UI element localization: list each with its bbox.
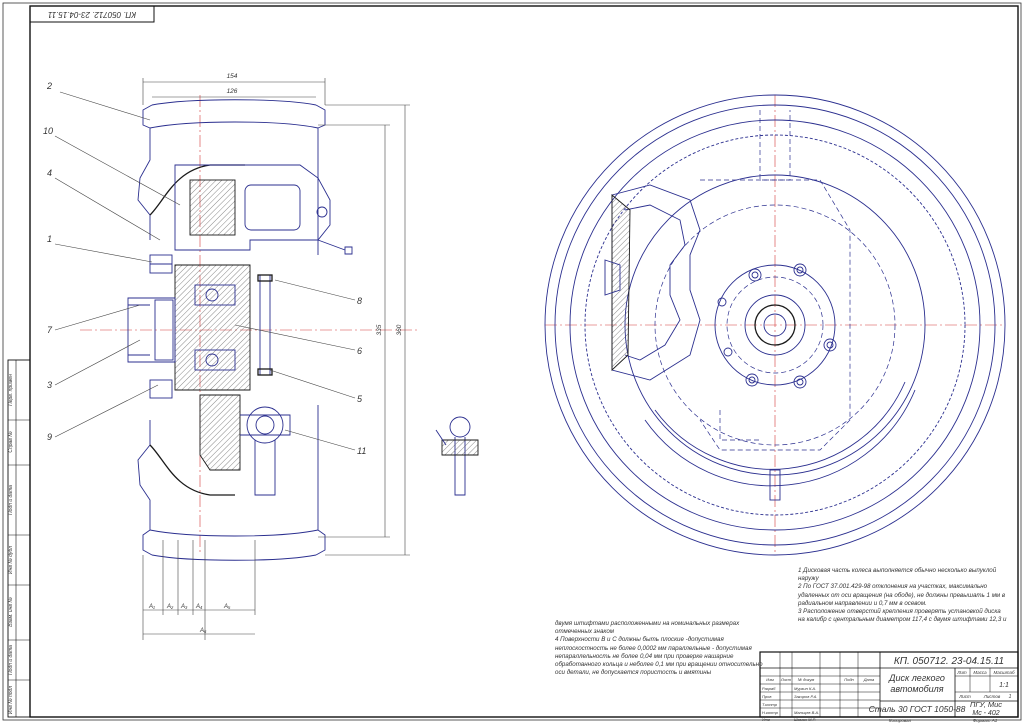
title-group: Мс - 402 <box>972 710 999 717</box>
front-view <box>544 94 1006 556</box>
sheets-label: Листов <box>983 694 1001 699</box>
person-role: Т.контр <box>762 702 778 707</box>
note-line: отмеченных знаком <box>555 628 615 636</box>
col-mass: Масса <box>973 670 987 675</box>
top-stamp: КП. 050712. 23-04.15.11 <box>29 5 155 23</box>
leader-label: 11 <box>357 446 366 456</box>
leader-label: 3 <box>47 380 52 390</box>
leader-label: 2 <box>46 81 52 91</box>
leader-label: 1 <box>47 234 52 244</box>
notes-right: 1 Дисковая часть колеса выполняется обыч… <box>798 567 1020 624</box>
title-organization: ПГУ, Мис <box>970 700 1002 709</box>
dim-a5: A₅ <box>223 604 231 610</box>
notes-left: двумя штифтами расположенными на номинал… <box>555 620 790 677</box>
leader-label: 8 <box>357 296 362 306</box>
note-line: обработанного кольца и неболее 0,1 мм пр… <box>555 661 763 669</box>
leader-lines <box>54 91 356 451</box>
dim-a4: A₄ <box>195 604 203 610</box>
strip-label: Подп и дата <box>8 645 14 675</box>
note-line: непараллельность не более 0,04 мм при пр… <box>555 652 734 660</box>
strip-label: Инв № дубл <box>8 546 14 574</box>
leader-label: 5 <box>357 394 363 404</box>
title-doc-code: КП. 050712. 23-04.15.11 <box>894 656 1004 667</box>
strip-label: Инв № подл <box>8 686 14 714</box>
left-strip: Инв № подл Подп и дата Взам. инв № Инв №… <box>7 359 31 718</box>
row-label: Лист <box>780 677 792 682</box>
title-format: Формат А1 <box>973 718 998 723</box>
leader-label: 4 <box>47 168 52 178</box>
note-line: неплоскостность не более 0,0002 мм парал… <box>555 644 752 652</box>
note-line: 2 По ГОСТ 37.001.429-98 отклонения на уч… <box>798 583 988 591</box>
sheet-label: Лист <box>958 694 971 699</box>
person-name: Закиров Р.А. <box>794 694 817 699</box>
ball-joint-detail <box>435 416 479 496</box>
strip-label: Подп и дата <box>8 485 14 515</box>
dim-height-inner: 335 <box>376 324 383 335</box>
strip-label: Взам. инв № <box>8 597 14 627</box>
row-label: Подп <box>844 677 854 682</box>
dim-a3: A₃ <box>180 604 188 610</box>
dim-height-outer: 360 <box>396 324 403 335</box>
person-role: Н.контр <box>762 710 779 715</box>
dim-a2: A₂ <box>166 604 174 610</box>
dim-a1: A₁ <box>148 604 155 610</box>
person-role: Пров <box>762 694 771 699</box>
dim-inner-width: 126 <box>227 88 238 95</box>
title-material: Сталь 30 ГОСТ 1050-88 <box>869 704 966 714</box>
note-line: на калибр с центральным диаметром 117,4 … <box>798 616 1007 624</box>
section-view: 154 126 335 360 A₁ A₂ A₃ A₄ A₅ A₆ <box>43 73 420 640</box>
person-role: Утв <box>762 717 770 722</box>
wheel-nuts <box>717 263 837 389</box>
title-name-line1: Диск легкого <box>888 673 945 683</box>
row-label: Изм <box>766 677 774 682</box>
note-line: удаленных от оси вращения (на ободе), не… <box>798 591 1006 599</box>
dim-a6: A₆ <box>199 628 207 634</box>
leader-label: 10 <box>43 126 53 136</box>
strip-label: Справ № <box>8 431 14 453</box>
note-line: 3 Расположение отверстий крепления прове… <box>798 608 1001 616</box>
scale-value: 1:1 <box>999 682 1009 689</box>
person-name: Мурзин К.А. <box>794 686 816 691</box>
title-copied: Копировал <box>889 718 912 723</box>
col-scale: Масштаб <box>993 670 1014 675</box>
person-role: Разраб <box>762 686 776 691</box>
person-name: Шаман М.Р. <box>794 717 816 722</box>
note-line: двумя штифтами расположенными на номинал… <box>555 620 740 627</box>
leader-label: 6 <box>357 346 362 356</box>
title-block: КП. 050712. 23-04.15.11 Диск легкого авт… <box>759 651 1019 723</box>
row-label: № докум <box>798 677 815 682</box>
col-lit: Лит <box>956 670 967 675</box>
note-line: оси детали, не допускается пористость и … <box>555 669 712 677</box>
leader-label: 9 <box>47 432 52 442</box>
sheets-value: 1 <box>1009 694 1012 700</box>
note-line: наружу <box>798 575 819 583</box>
strip-label: Перв. примен <box>8 374 14 406</box>
person-name: Мальцев В.А. <box>794 710 819 715</box>
note-line: 4 Поверхности В и С должны быть плоские … <box>555 636 724 644</box>
note-line: 1 Дисковая часть колеса выполняется обыч… <box>798 567 997 574</box>
row-label: Дата <box>863 677 875 682</box>
dim-overall-width: 154 <box>227 73 238 80</box>
top-stamp-text: КП. 050712. 23-04.15.11 <box>48 10 136 19</box>
leader-label: 7 <box>47 325 53 335</box>
title-name-line2: автомобиля <box>890 684 943 694</box>
note-line: радиальном направлении и 0,7 мм в осевом… <box>798 599 927 607</box>
